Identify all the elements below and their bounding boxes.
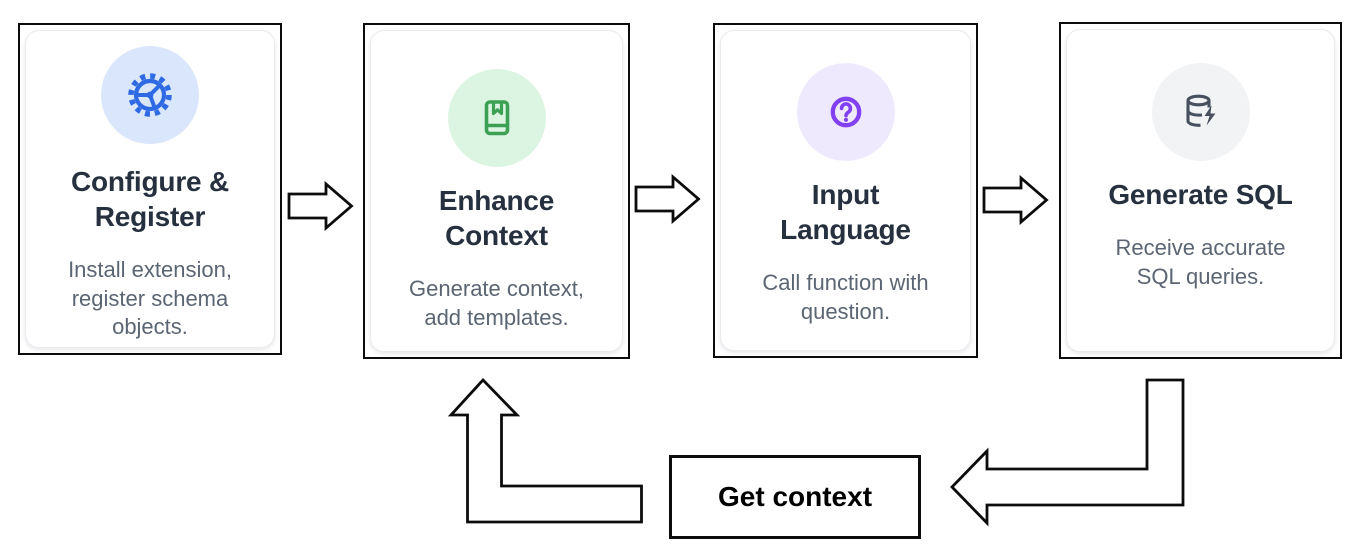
title-line: Enhance xyxy=(438,185,555,216)
database-bolt-icon xyxy=(1185,94,1215,127)
step-description: Install extension, register schema objec… xyxy=(68,256,232,342)
description-line: Receive accurate xyxy=(1115,235,1286,260)
step-icon-circle xyxy=(1151,63,1250,161)
circle-question-icon xyxy=(830,96,861,128)
step-card-enhance-context: Enhance Context Generate context, add te… xyxy=(363,23,630,359)
step-card-inner: Enhance Context Generate context, add te… xyxy=(370,30,623,352)
step-card-inner: Generate SQL Receive accurate SQL querie… xyxy=(1066,29,1335,352)
title-line: Language xyxy=(780,214,911,245)
step-icon-circle xyxy=(101,46,199,144)
gear-icon xyxy=(128,73,172,117)
step-title: Generate SQL xyxy=(1108,177,1293,212)
title-line: Context xyxy=(445,220,548,251)
step-card-input-language: Input Language Call function with questi… xyxy=(713,23,978,358)
step-card-generate-sql: Generate SQL Receive accurate SQL querie… xyxy=(1059,22,1342,359)
title-line: Generate SQL xyxy=(1108,179,1293,210)
description-line: Call function with xyxy=(762,270,929,295)
description-line: question. xyxy=(800,298,891,324)
get-context-label: Get context xyxy=(717,481,873,512)
arrow-right-icon xyxy=(287,181,354,231)
arrow-up-bend-icon xyxy=(447,377,643,524)
step-card-inner: Input Language Call function with questi… xyxy=(720,30,971,351)
get-context-box: Get context xyxy=(669,455,921,539)
description-line: SQL queries. xyxy=(1136,263,1265,289)
step-description: Receive accurate SQL queries. xyxy=(1116,234,1286,291)
description-line: Install extension, xyxy=(68,257,232,282)
arrow-right-icon xyxy=(982,175,1049,225)
step-card-configure-register: Configure & Register Install extension, … xyxy=(18,23,282,355)
step-icon-circle xyxy=(796,63,895,161)
step-title: Configure & Register xyxy=(71,164,229,234)
description-line: register schema xyxy=(71,285,229,311)
title-line: Register xyxy=(94,201,206,232)
step-title: Input Language xyxy=(780,177,911,247)
step-description: Generate context, add templates. xyxy=(409,275,584,332)
arrow-right-icon xyxy=(634,174,701,224)
description-line: add templates. xyxy=(424,304,569,330)
step-icon-circle xyxy=(447,69,546,167)
title-line: Input xyxy=(811,179,880,210)
description-line: objects. xyxy=(112,314,188,339)
step-description: Call function with question. xyxy=(762,269,928,326)
book-icon xyxy=(484,100,509,136)
step-card-inner: Configure & Register Install extension, … xyxy=(25,30,275,348)
arrow-down-left-icon xyxy=(950,378,1185,527)
description-line: Generate context, xyxy=(409,276,584,301)
step-title: Enhance Context xyxy=(438,183,555,253)
title-line: Configure & xyxy=(70,166,229,197)
